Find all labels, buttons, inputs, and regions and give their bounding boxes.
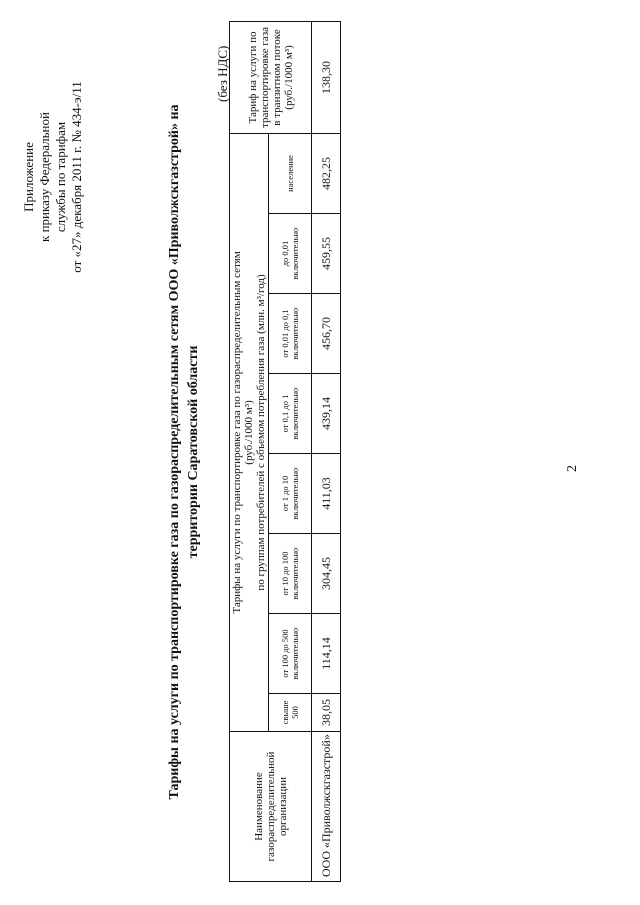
org-name-cell: ООО «Приволжскгазстрой» bbox=[311, 731, 341, 882]
group-header-cell: от 100 до 500 включительно bbox=[268, 613, 312, 694]
group-header-cell: от 0,1 до 1 включительно bbox=[268, 373, 312, 454]
tariff-header-line-1: Тарифы на услуги по транспортировке газа… bbox=[231, 251, 243, 614]
document-title: Тарифы на услуги по транспортировке газа… bbox=[165, 22, 203, 882]
page-number: 2 bbox=[565, 465, 580, 472]
annex-line-1: Приложение bbox=[21, 142, 36, 212]
table-header-row: Наименование газораспределительной орган… bbox=[229, 21, 312, 882]
value-cell: 459,55 bbox=[311, 213, 341, 294]
tariff-table: Наименование газораспределительной орган… bbox=[229, 21, 341, 882]
value-cell: 38,05 bbox=[311, 693, 341, 732]
tariff-header-line-3: по группам потребителей с объемом потреб… bbox=[255, 274, 267, 591]
value-cell: 456,70 bbox=[311, 293, 341, 374]
title-line-2: территории Саратовской области bbox=[186, 345, 201, 559]
tariff-group-header: Тарифы на услуги по транспортировке газа… bbox=[229, 133, 269, 732]
table-row: ООО «Приволжскгазстрой» 38,05 114,14 304… bbox=[311, 21, 341, 882]
annex-line-3: службы по тарифам bbox=[53, 121, 68, 233]
group-header-cell: от 1 до 10 включительно bbox=[268, 453, 312, 534]
rotated-document-sheet: Приложение к приказу Федеральной службы … bbox=[15, 12, 625, 892]
group-header-cell: до 0,01 включительно bbox=[268, 213, 312, 294]
annex-block: Приложение к приказу Федеральной службы … bbox=[21, 42, 85, 312]
transit-value-cell: 138,30 bbox=[311, 21, 341, 134]
group-header-cell: от 0,01 до 0,1 включительно bbox=[268, 293, 312, 374]
group-header-cell: от 10 до 100 включительно bbox=[268, 533, 312, 614]
tariff-header-line-2: (руб./1000 м³) bbox=[243, 400, 255, 465]
group-header-cell: население bbox=[268, 133, 312, 214]
value-cell: 482,25 bbox=[311, 133, 341, 214]
org-header: Наименование газораспределительной орган… bbox=[229, 731, 312, 882]
value-cell: 114,14 bbox=[311, 613, 341, 694]
transit-header: Тариф на услуги по транспортировке газа … bbox=[229, 21, 312, 134]
group-header-cell: свыше 500 bbox=[268, 693, 312, 732]
value-cell: 304,45 bbox=[311, 533, 341, 614]
title-line-1: Тарифы на услуги по транспортировке газа… bbox=[167, 104, 182, 800]
value-cell: 411,03 bbox=[311, 453, 341, 534]
value-cell: 439,14 bbox=[311, 373, 341, 454]
annex-line-2: к приказу Федеральной bbox=[37, 112, 52, 242]
annex-line-4: от «27» декабря 2011 г. № 434-э/11 bbox=[69, 81, 84, 273]
